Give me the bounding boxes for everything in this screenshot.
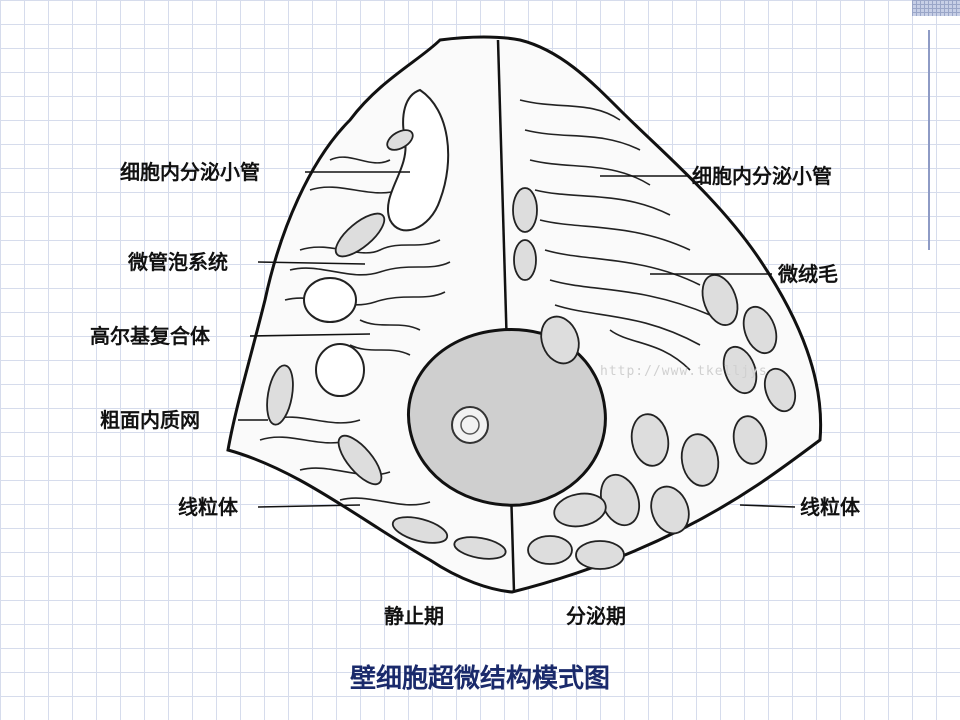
- nucleolus: [451, 406, 489, 444]
- left-half-structures: [259, 156, 451, 506]
- label-resting-phase: 静止期: [384, 604, 444, 628]
- slide-corner-decoration: [912, 0, 960, 16]
- leader-lines-left: [238, 171, 410, 508]
- slide-side-rule: [928, 30, 930, 250]
- label-left-rough-er: 粗面内质网: [100, 408, 200, 432]
- right-mitochondria: [512, 187, 797, 570]
- left-vacuole-1: [303, 277, 357, 323]
- label-right-mitochondria: 线粒体: [800, 495, 860, 519]
- label-left-mitochondria: 线粒体: [178, 495, 238, 519]
- label-left-intracellular-canaliculus: 细胞内分泌小管: [120, 160, 260, 184]
- slide-title: 壁细胞超微结构模式图: [349, 664, 610, 694]
- label-right-intracellular-canaliculus: 细胞内分泌小管: [692, 164, 832, 188]
- left-mitochondria: [266, 129, 507, 560]
- left-vacuole-2: [315, 343, 365, 397]
- label-right-microvilli: 微绒毛: [778, 262, 838, 286]
- label-left-tubulovesicular-system: 微管泡系统: [128, 250, 228, 274]
- leader-lines-right: [600, 175, 796, 508]
- label-secreting-phase: 分泌期: [566, 604, 626, 628]
- right-half-microvilli: [519, 99, 711, 371]
- watermark-text: http://www.tkelljys: [600, 364, 768, 379]
- nucleus: [407, 328, 607, 507]
- label-left-golgi-complex: 高尔基复合体: [90, 324, 210, 348]
